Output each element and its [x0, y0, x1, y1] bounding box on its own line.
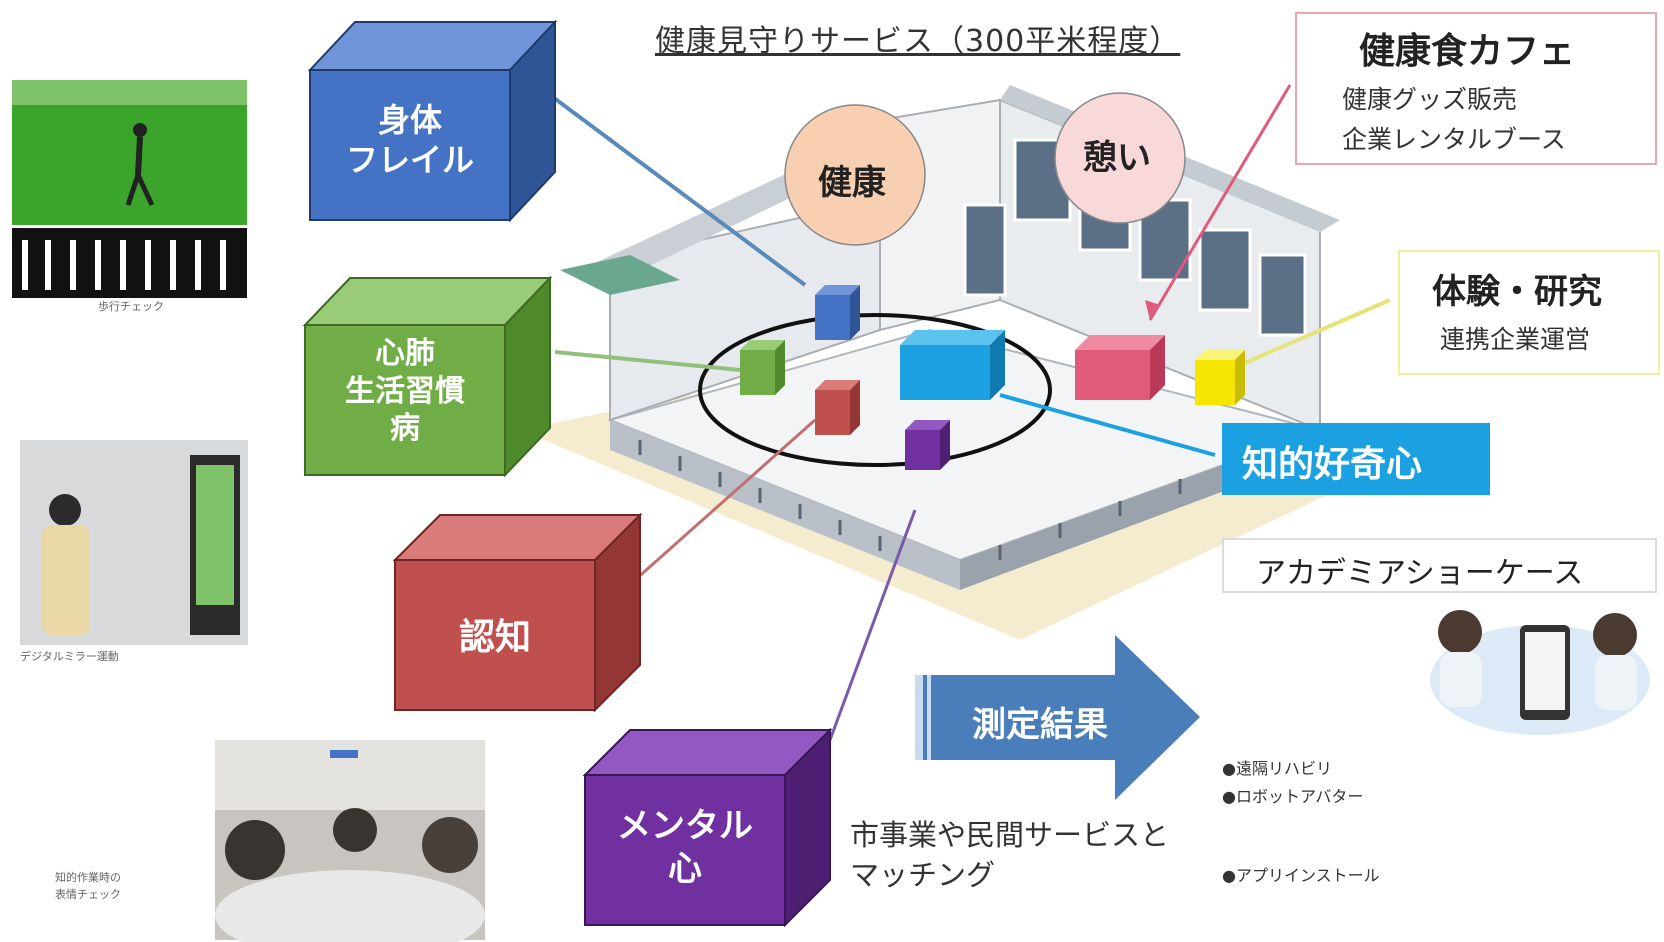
curiosity-label: 知的好奇心	[1242, 444, 1423, 485]
photo-avatar-app	[1430, 610, 1650, 735]
photo-gait-check	[12, 80, 247, 298]
measurement-zone-oval	[698, 313, 1052, 467]
connector-research	[1239, 298, 1391, 367]
connector-cardio	[554, 350, 741, 372]
small-cube-red	[815, 380, 860, 435]
cube-body	[307, 19, 558, 223]
cube-cardio-label: 心肺 生活習慣 病	[345, 336, 465, 446]
cube-cognitive	[392, 512, 643, 713]
research-box: 体験・研究 連携企業運営	[1398, 250, 1660, 375]
curiosity-box: 知的好奇心	[1222, 423, 1490, 495]
small-cube-pink	[1075, 335, 1165, 400]
health-bubble	[784, 104, 926, 246]
caption-meeting: 知的作業時の 表情チェック	[55, 871, 121, 901]
caption-mirror: デジタルミラー運動	[20, 650, 119, 663]
cube-cognitive-label: 認知	[458, 617, 531, 658]
small-cube-yellow	[1195, 350, 1245, 405]
diagram-title: 健康見守りサービス（300平米程度）	[655, 24, 1181, 59]
small-cube-blue	[815, 285, 860, 340]
bullet-app-install: ●アプリインストール	[1222, 866, 1380, 885]
small-cube-green	[740, 340, 785, 395]
connector-cafe	[1148, 84, 1292, 321]
connector-mental	[828, 509, 917, 741]
cafe-box: 健康食カフェ 健康グッズ販売 企業レンタルブース	[1295, 12, 1657, 165]
research-line1: 連携企業運営	[1440, 325, 1591, 354]
cube-cardio	[302, 275, 553, 478]
small-cube-purple	[905, 420, 950, 470]
cafe-title: 健康食カフェ	[1359, 31, 1576, 72]
rest-bubble-label: 憩い	[1083, 138, 1151, 178]
rest-bubble	[1054, 92, 1186, 224]
matching-line1: 市事業や民間サービスと	[850, 818, 1170, 852]
academia-label: アカデミアショーケース	[1256, 556, 1584, 591]
cube-body-label: 身体 フレイル	[345, 101, 474, 179]
connector-curiosity	[999, 393, 1216, 457]
connector-body	[548, 93, 807, 287]
matching-line2: マッチング	[850, 858, 996, 892]
result-arrow-label: 測定結果	[972, 705, 1108, 745]
floor-edge-left	[610, 420, 960, 590]
health-bubble-label: 健康	[818, 163, 886, 203]
green-canopy	[560, 255, 680, 295]
small-cube-cyan	[900, 330, 1005, 400]
caption-gait: 歩行チェック	[98, 300, 164, 313]
connector-cafe-arrowhead	[1145, 300, 1160, 320]
bullet-remote-rehab: ●遠隔リハビリ	[1222, 759, 1332, 778]
result-arrow	[915, 635, 1200, 800]
cafe-line1: 健康グッズ販売	[1342, 85, 1518, 114]
bullet-robot-avatar: ●ロボットアバター	[1222, 787, 1364, 806]
cube-mental-label: メンタル 心	[617, 806, 753, 889]
cafe-line2: 企業レンタルブース	[1342, 125, 1566, 154]
research-title: 体験・研究	[1432, 272, 1602, 312]
cube-mental	[582, 727, 833, 928]
connector-cognitive	[634, 418, 816, 582]
academia-box: アカデミアショーケース	[1222, 538, 1657, 593]
photo-digital-mirror	[20, 440, 248, 645]
photo-meeting	[215, 740, 485, 942]
